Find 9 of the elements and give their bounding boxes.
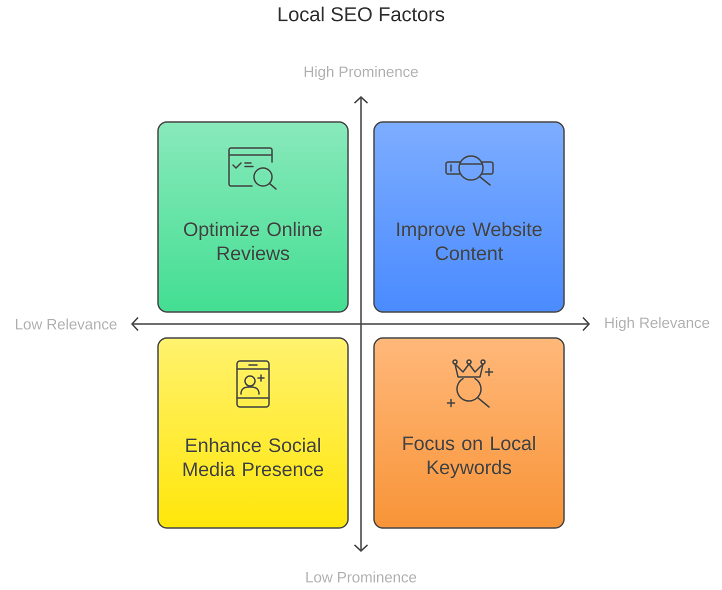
title: Local SEO Factors xyxy=(278,6,444,22)
axis-label: Low Prominence xyxy=(306,572,416,582)
quadrant-box: Improve Website Content xyxy=(373,121,565,313)
axis-label: High Prominence xyxy=(304,66,418,80)
quadrant-box: Focus on Local Keywords xyxy=(373,337,565,529)
axis-label: High Relevance xyxy=(605,317,710,331)
quadrant-box: Enhance Social Media Presence xyxy=(157,337,349,529)
axis-label: Low Relevance xyxy=(16,318,117,330)
quadrant-box: Optimize Online Reviews xyxy=(157,121,349,313)
